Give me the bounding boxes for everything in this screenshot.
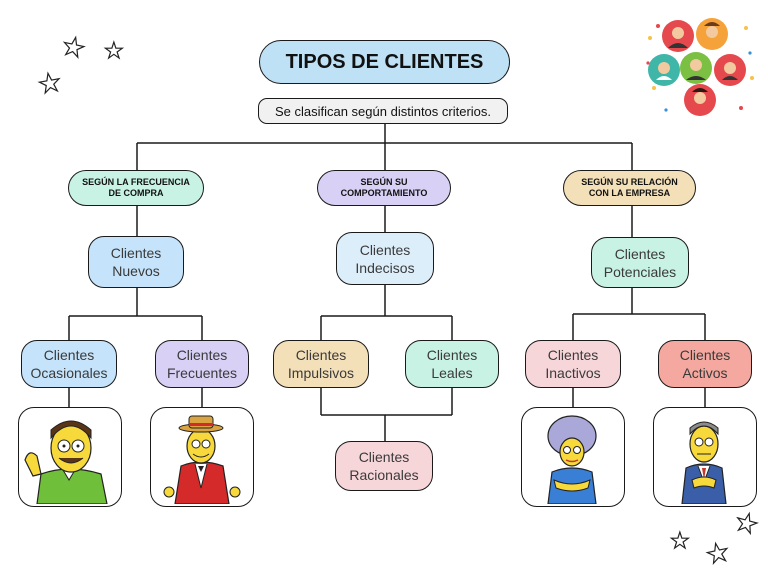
category-label: SEGÚN SU RELACIÓN <box>581 177 678 187</box>
node-label: Clientes <box>176 347 228 363</box>
category-label: SEGÚN LA FRECUENCIA <box>82 177 190 187</box>
star-icon: ★ <box>35 66 64 101</box>
people-group-icon <box>646 18 754 116</box>
diagram-title: TIPOS DE CLIENTES <box>259 40 510 84</box>
node-label: Racionales <box>349 467 419 483</box>
node-label: Clientes <box>547 347 599 363</box>
selma-character-icon <box>547 415 597 505</box>
flanders-character-icon <box>24 420 108 505</box>
node-label: Clientes <box>426 347 478 363</box>
picture-activos <box>653 407 757 507</box>
node-label: Ocasionales <box>30 365 108 381</box>
diagram-subtitle: Se clasifican según distintos criterios. <box>258 98 508 124</box>
category-label: COMPORTAMIENTO <box>340 188 428 198</box>
node-label: Clientes <box>358 449 410 465</box>
node-label: Nuevos <box>112 263 160 279</box>
node-label: Indecisos <box>355 259 415 276</box>
category-label: SEGÚN SU <box>360 177 408 187</box>
skinner-character-icon <box>681 421 727 505</box>
node-label: Impulsivos <box>287 365 355 381</box>
star-icon: ★ <box>669 528 690 553</box>
node-label: Clientes <box>43 347 95 363</box>
node-label: Activos <box>682 365 728 381</box>
node-label: Clientes <box>359 241 411 258</box>
burns-character-icon <box>163 415 241 505</box>
category-label: DE COMPRA <box>108 188 164 198</box>
picture-ocasionales <box>18 407 122 507</box>
node-label: Clientes <box>679 347 731 363</box>
node-label: Clientes <box>110 245 162 261</box>
node-label: Clientes <box>614 245 666 262</box>
star-icon: ★ <box>103 38 124 63</box>
node-label: Frecuentes <box>166 365 238 381</box>
node-label: Leales <box>431 365 473 381</box>
node-label: Inactivos <box>545 365 601 381</box>
node-label: Potenciales <box>603 263 677 280</box>
category-label: CON LA EMPRESA <box>588 188 671 198</box>
picture-inactivos <box>521 407 625 507</box>
star-icon: ★ <box>703 535 733 571</box>
picture-frecuentes <box>150 407 254 507</box>
node-label: Clientes <box>295 347 347 363</box>
